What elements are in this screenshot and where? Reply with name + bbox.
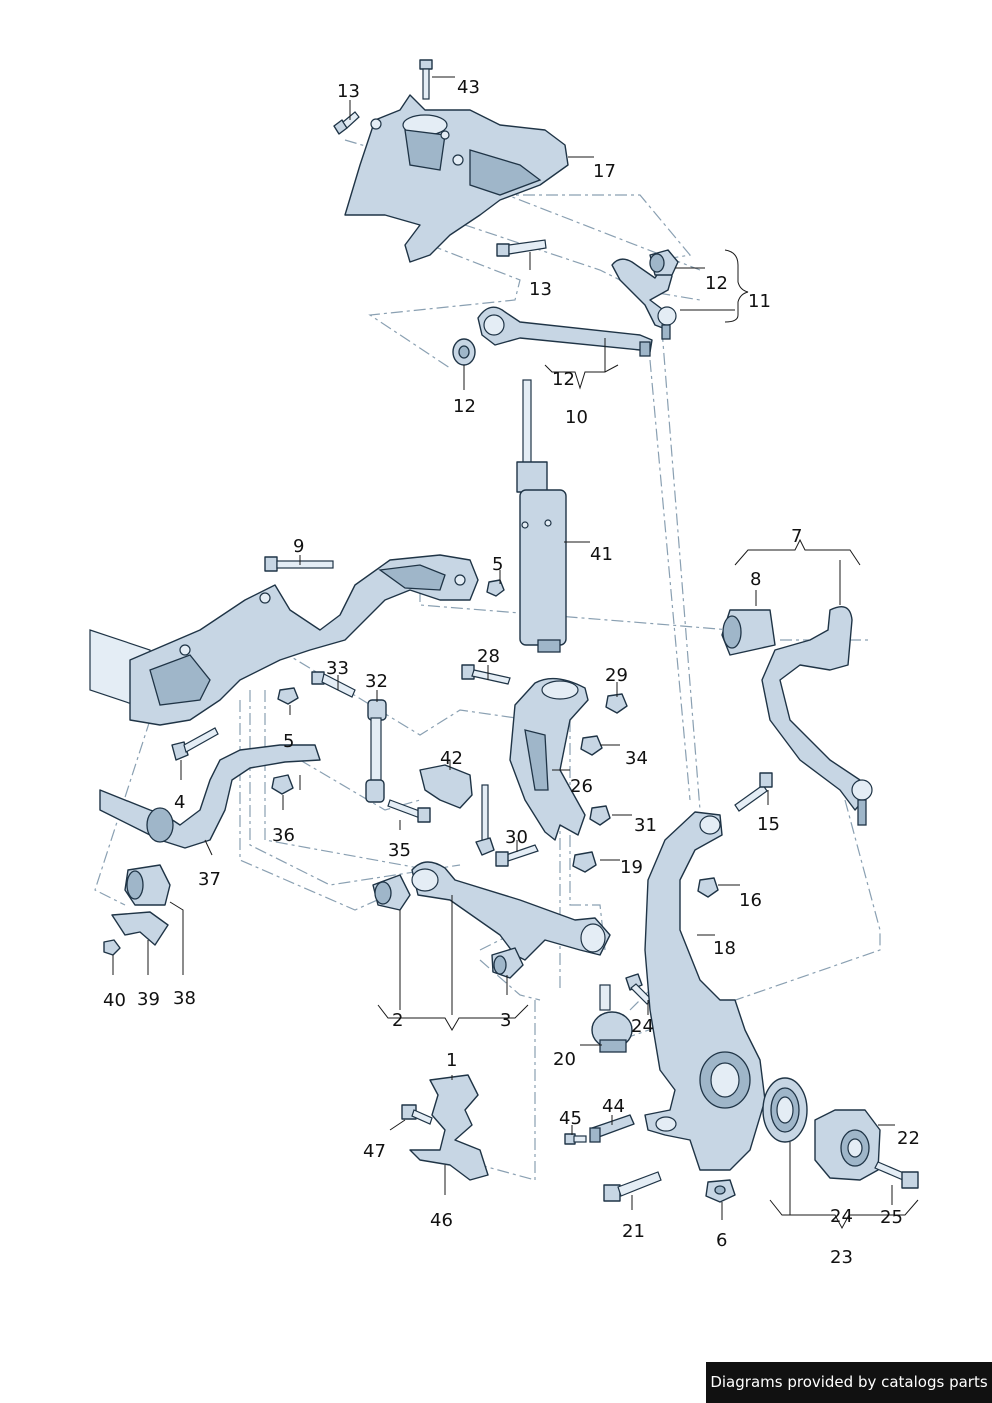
bolt-9 <box>264 556 334 572</box>
label-41: 41 <box>590 544 613 565</box>
bolt-13-upper <box>333 111 360 135</box>
ball-joint-20 <box>591 984 633 1053</box>
label-5-lower: 5 <box>283 731 294 752</box>
label-19: 19 <box>620 857 643 878</box>
bracket-1-46 <box>409 1074 489 1181</box>
wheel-carrier-18 <box>644 811 766 1171</box>
label-40: 40 <box>103 990 126 1011</box>
lower-link-2-3 <box>372 861 611 979</box>
credit-banner: Diagrams provided by catalogs parts <box>706 1362 992 1403</box>
label-44: 44 <box>602 1096 625 1117</box>
bolt-43 <box>419 59 433 100</box>
label-11: 11 <box>748 291 771 312</box>
label-34: 34 <box>625 748 648 769</box>
nut-40 <box>103 939 121 956</box>
label-43: 43 <box>457 77 480 98</box>
label-21: 21 <box>622 1221 645 1242</box>
label-10: 10 <box>565 407 588 428</box>
label-16: 16 <box>739 890 762 911</box>
nut-29 <box>605 693 628 714</box>
label-24-lower: 24 <box>830 1206 853 1227</box>
bolt-30 <box>495 844 539 867</box>
bolt-13-middle <box>496 239 547 257</box>
upper-arm-10 <box>452 306 653 366</box>
label-29: 29 <box>605 665 628 686</box>
shock-absorber-41 <box>516 379 567 653</box>
label-25: 25 <box>880 1207 903 1228</box>
label-22: 22 <box>897 1128 920 1149</box>
nut-36 <box>271 774 294 795</box>
label-38: 38 <box>173 988 196 1009</box>
label-8: 8 <box>750 569 761 590</box>
label-3: 3 <box>500 1010 511 1031</box>
label-30: 30 <box>505 827 528 848</box>
upper-arm-11 <box>611 249 679 340</box>
bolt-21 <box>603 1171 662 1202</box>
bolt-35 <box>387 799 431 823</box>
nut-16 <box>697 877 719 898</box>
label-37: 37 <box>198 869 221 890</box>
fork-26 <box>509 677 589 841</box>
label-46: 46 <box>430 1210 453 1231</box>
bolt-45 <box>564 1133 587 1145</box>
bolt-47 <box>401 1104 433 1125</box>
bracket-42 <box>419 764 495 856</box>
nut-6 <box>705 1179 736 1203</box>
nut-5-upper <box>486 579 505 597</box>
nut-19 <box>572 851 597 873</box>
label-2: 2 <box>392 1010 403 1031</box>
label-4: 4 <box>174 792 185 813</box>
bushing-38 <box>124 864 171 906</box>
label-9: 9 <box>293 536 304 557</box>
label-33: 33 <box>326 658 349 679</box>
label-47: 47 <box>363 1141 386 1162</box>
bracket-39 <box>111 911 169 946</box>
nut-34 <box>580 735 603 756</box>
label-18: 18 <box>713 938 736 959</box>
label-32: 32 <box>365 671 388 692</box>
lower-arm-7 <box>761 606 873 826</box>
label-36: 36 <box>272 825 295 846</box>
label-13-upper: 13 <box>337 81 360 102</box>
strut-mount-17 <box>344 94 569 263</box>
wheel-bearing-24 <box>762 1077 808 1143</box>
label-13-middle: 13 <box>529 279 552 300</box>
label-12-left: 12 <box>453 396 476 417</box>
label-17: 17 <box>593 161 616 182</box>
label-1: 1 <box>446 1050 457 1071</box>
coupling-rod-32 <box>365 699 387 803</box>
label-39: 39 <box>137 989 160 1010</box>
bolt-25 <box>874 1161 919 1189</box>
wheel-hub-22 <box>814 1109 881 1181</box>
bolt-28 <box>461 664 511 685</box>
label-12-mid: 12 <box>552 369 575 390</box>
label-35: 35 <box>388 840 411 861</box>
label-5-upper: 5 <box>492 554 503 575</box>
label-42: 42 <box>440 748 463 769</box>
bolt-15 <box>734 772 773 812</box>
sensor-44 <box>589 1114 635 1143</box>
label-15: 15 <box>757 814 780 835</box>
label-23: 23 <box>830 1247 853 1268</box>
bolt-4 <box>171 727 219 761</box>
label-20: 20 <box>553 1049 576 1070</box>
stabilizer-bar-37 <box>99 744 321 849</box>
nut-5-lower <box>277 687 299 705</box>
bolt-24-upper <box>625 973 653 1005</box>
label-45: 45 <box>559 1108 582 1129</box>
label-12-right: 12 <box>705 273 728 294</box>
label-26: 26 <box>570 776 593 797</box>
leader-lines <box>112 76 919 1230</box>
label-28: 28 <box>477 646 500 667</box>
label-7: 7 <box>791 526 802 547</box>
label-24-upper: 24 <box>631 1016 654 1037</box>
callout-labels: 43 13 17 12 11 13 12 12 10 41 7 8 9 5 28… <box>103 77 920 1268</box>
label-6: 6 <box>716 1230 727 1251</box>
nut-31 <box>589 805 611 826</box>
subframe <box>89 554 479 726</box>
bushing-8 <box>721 609 776 656</box>
label-31: 31 <box>634 815 657 836</box>
